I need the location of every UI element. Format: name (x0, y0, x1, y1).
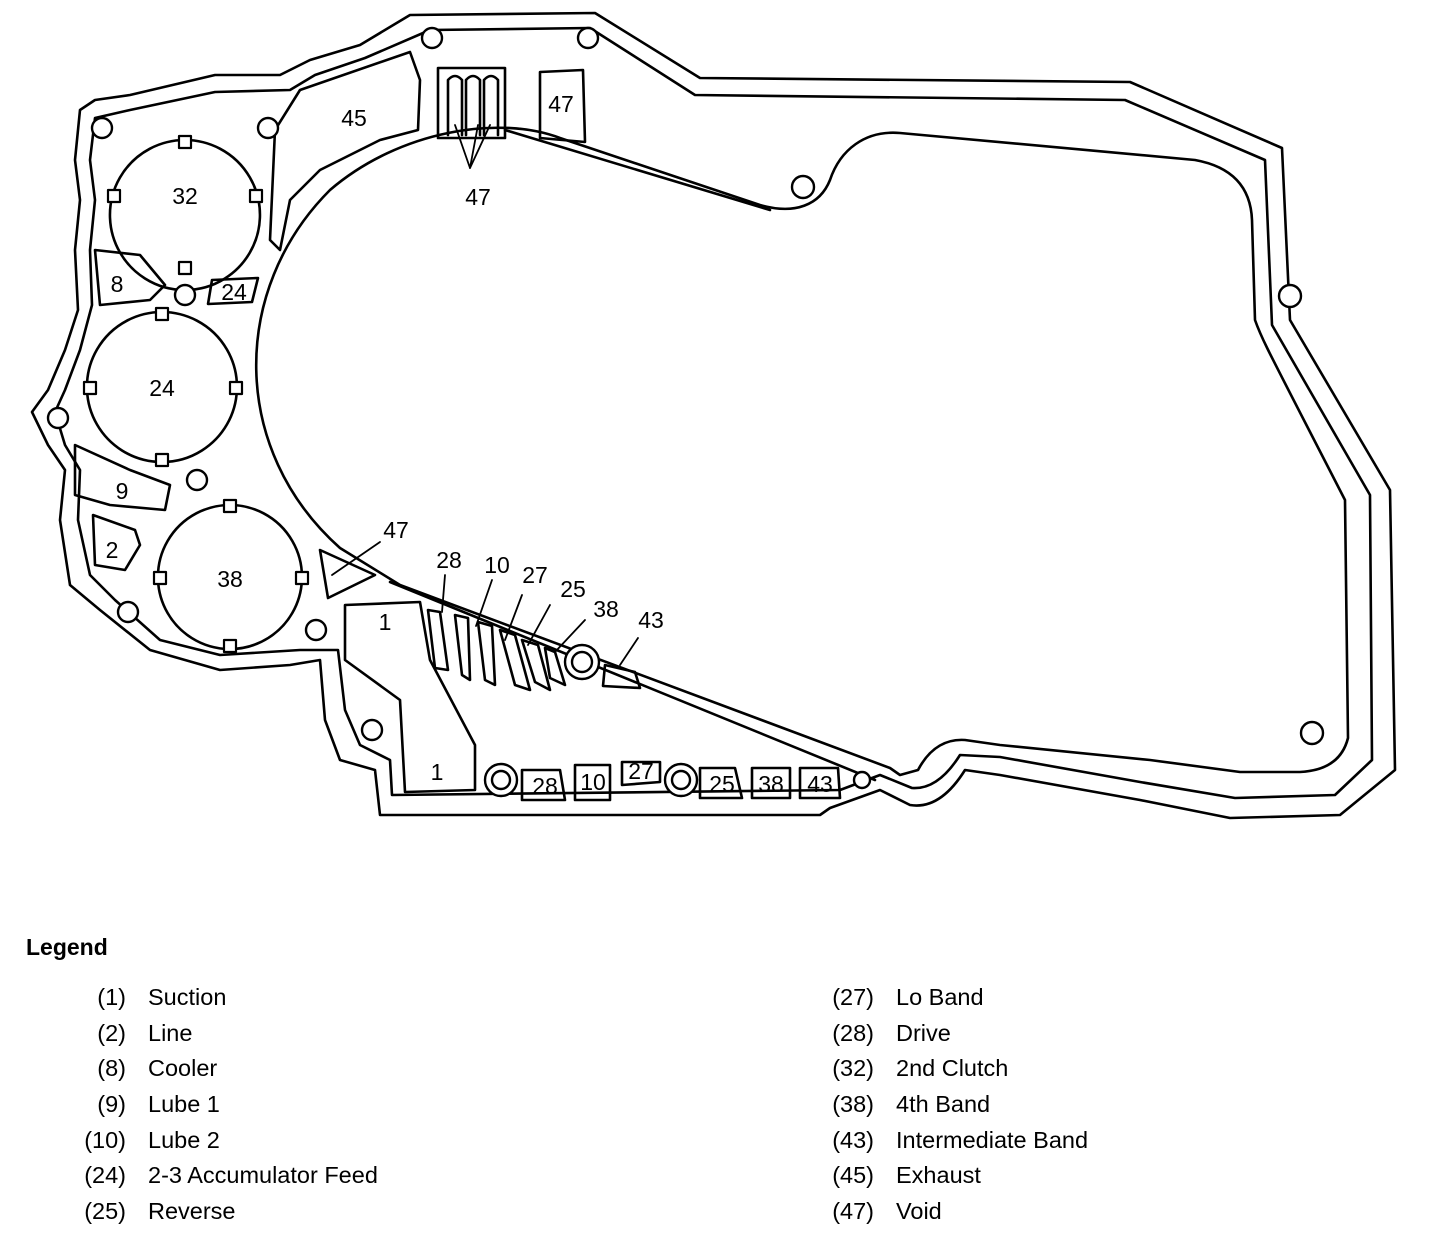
label-2nd-clutch: 32 (172, 183, 198, 209)
label-accumulator-small: 24 (221, 279, 247, 305)
legend-number: (47) (832, 1198, 874, 1225)
callout-4th-band: 38 (593, 596, 619, 622)
legend-title: Legend (26, 934, 108, 960)
port-void-fingers (436, 66, 507, 140)
label-cooler: 8 (111, 271, 124, 297)
legend-item: (9) Lube 1 (60, 1091, 378, 1127)
bottom-label-reverse: 25 (709, 771, 735, 797)
legend-item: (8) Cooler (60, 1055, 378, 1091)
legend-column-right: (27) Lo Band (28) Drive (32) 2nd Clutch (38… (808, 984, 1088, 1234)
bolt-holes (46, 26, 1325, 798)
bottom-label-lube-2: 10 (580, 769, 606, 795)
legend-number: (32) (832, 1055, 874, 1082)
legend-label: Lo Band (896, 984, 984, 1010)
slot-row (426, 608, 642, 692)
callout-intermediate-band: 43 (638, 607, 664, 633)
port-line (91, 513, 142, 572)
legend-number: (38) (832, 1091, 874, 1118)
legend-item: (27) Lo Band (808, 984, 1088, 1020)
bottom-label-intermediate-band: 43 (807, 771, 833, 797)
legend-number: (25) (84, 1198, 126, 1225)
legend-number: (9) (97, 1091, 126, 1118)
top-diagonal-line (503, 128, 772, 212)
callout-lines (331, 124, 639, 666)
legend-label: Lube 1 (148, 1091, 220, 1118)
legend-number: (43) (832, 1126, 874, 1153)
label-void-mid: 47 (383, 517, 409, 543)
legend-item: (32) 2nd Clutch (808, 1055, 1088, 1091)
label-void-top: 47 (465, 184, 491, 210)
legend-label: Exhaust (896, 1162, 981, 1189)
gasket-outer-outline (30, 11, 1397, 820)
legend-item: (47) Void (808, 1198, 1088, 1234)
legend-number: (2) (97, 1019, 126, 1046)
legend-item: (28) Drive (808, 1020, 1088, 1056)
legend-label: 4th Band (896, 1091, 991, 1118)
legend-number: (1) (97, 984, 126, 1010)
legend-label: Void (896, 1198, 942, 1225)
legend-item: (45) Exhaust (808, 1162, 1088, 1198)
legend-number: (45) (832, 1162, 874, 1189)
label-line: 2 (106, 537, 119, 563)
callout-lo-band: 27 (522, 562, 548, 588)
port-void-box (538, 68, 587, 144)
central-opening (254, 126, 1350, 777)
bottom-ports (520, 760, 842, 802)
port-suction (343, 600, 477, 794)
bottom-label-drive: 28 (532, 773, 558, 799)
port-cooler (93, 248, 167, 307)
bottom-label-4th-band: 38 (758, 771, 784, 797)
legend-item: (43) Intermediate Band (808, 1127, 1088, 1163)
legend-item: (24) 2-3 Accumulator Feed (60, 1162, 378, 1198)
callout-lube-2: 10 (484, 552, 510, 578)
legend-number: (24) (84, 1162, 126, 1189)
label-lube-1: 9 (116, 478, 129, 504)
legend-label: Reverse (148, 1198, 236, 1225)
port-accumulator-small (206, 276, 260, 306)
legend-item: (38) 4th Band (808, 1091, 1088, 1127)
callout-reverse: 25 (560, 576, 586, 602)
legend-item: (25) Reverse (60, 1198, 378, 1234)
gasket-diagram: 32 24 38 45 8 24 9 2 47 47 47 1 1 28 10 … (30, 11, 1397, 820)
legend-number: (10) (84, 1126, 126, 1153)
label-void-box: 47 (548, 91, 574, 117)
legend-label: 2nd Clutch (896, 1055, 1009, 1082)
label-4th-band: 38 (217, 566, 243, 592)
legend-label: 2-3 Accumulator Feed (148, 1162, 378, 1189)
legend-label: Intermediate Band (896, 1126, 1089, 1153)
gasket-inner-outline (53, 26, 1374, 800)
port-lube-1 (73, 443, 172, 512)
legend-number: (8) (97, 1055, 126, 1082)
legend-label: Lube 2 (148, 1126, 220, 1153)
port-exhaust (268, 50, 422, 252)
legend-label: Cooler (148, 1055, 218, 1082)
legend-label: Line (148, 1019, 193, 1046)
legend-label: Suction (148, 984, 227, 1010)
circle-notches (82, 134, 310, 654)
label-suction-upper: 1 (379, 609, 392, 635)
legend-item: (10) Lube 2 (60, 1127, 378, 1163)
label-exhaust: 45 (341, 105, 367, 131)
bottom-label-lo-band: 27 (628, 758, 654, 784)
diagonal-line (388, 580, 877, 782)
legend-label: Drive (896, 1019, 951, 1046)
port-void-triangle (318, 548, 377, 600)
label-suction-lower: 1 (431, 759, 444, 785)
legend-number: (27) (832, 984, 874, 1010)
legend-item: (1) Suction (60, 984, 378, 1020)
callout-drive: 28 (436, 547, 462, 573)
label-accumulator-large: 24 (149, 375, 175, 401)
legend-number: (28) (832, 1019, 874, 1046)
legend-item: (2) Line (60, 1020, 378, 1056)
legend-column-left: (1) Suction (2) Line (8) Cooler (9) Lube 1 (… (60, 984, 378, 1234)
